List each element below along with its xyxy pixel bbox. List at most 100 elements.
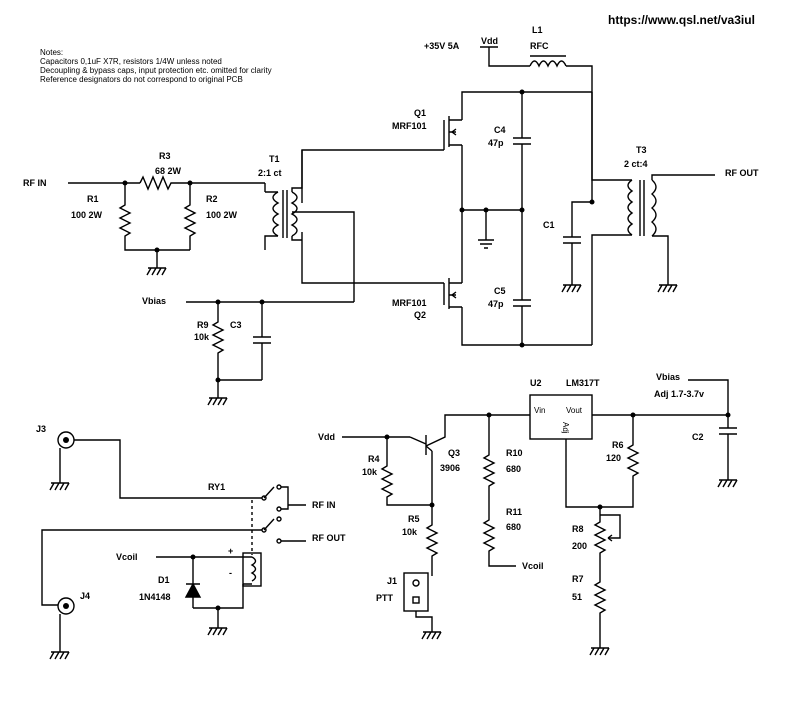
q1-mosfet: Q1 MRF101 bbox=[301, 91, 592, 203]
t1-transformer: T1 2:1 ct bbox=[258, 150, 355, 302]
r4-value: 10k bbox=[362, 467, 378, 477]
coil-minus: - bbox=[229, 568, 232, 578]
q2-ref: Q2 bbox=[414, 310, 426, 320]
r6-ref: R6 bbox=[612, 440, 624, 450]
r5-value: 10k bbox=[402, 527, 418, 537]
r7-value: 51 bbox=[572, 592, 582, 602]
c2-capacitor bbox=[717, 427, 738, 488]
notes-line-1: Capacitors 0,1uF X7R, resistors 1/4W unl… bbox=[40, 57, 222, 66]
d1-diode: D1 1N4148 bbox=[139, 557, 228, 636]
j4-connector: J4 bbox=[49, 591, 90, 660]
c4-value: 47p bbox=[488, 138, 504, 148]
bias-network: Vbias R9 10k C3 bbox=[142, 296, 354, 406]
r8-value: 200 bbox=[572, 541, 587, 551]
r6-resistor bbox=[565, 415, 640, 508]
r3-resistor bbox=[139, 175, 265, 191]
r9-value: 10k bbox=[194, 332, 210, 342]
j1-ref: J1 bbox=[387, 576, 397, 586]
c3-ref: C3 bbox=[230, 320, 242, 330]
q3-part: 3906 bbox=[440, 463, 460, 473]
t1-ratio: 2:1 ct bbox=[258, 168, 282, 178]
r11-ref: R11 bbox=[506, 507, 522, 517]
rf-in-label: RF IN bbox=[23, 178, 47, 188]
notes-title: Notes: bbox=[40, 48, 63, 57]
relay-ry1: RY1 RF IN RF OUT Vcoil + - bbox=[41, 482, 346, 609]
r11-resistor bbox=[482, 515, 516, 567]
r1-resistor bbox=[118, 183, 190, 251]
l1-value: RFC bbox=[530, 41, 549, 51]
r2-ref: R2 bbox=[206, 194, 218, 204]
vbias2-label: Vbias bbox=[656, 372, 680, 382]
j3-ref: J3 bbox=[36, 424, 46, 434]
t3-ratio: 2 ct:4 bbox=[624, 159, 648, 169]
r4-ref: R4 bbox=[368, 454, 380, 464]
r2-resistor bbox=[183, 183, 197, 250]
vcoil-label: Vcoil bbox=[116, 552, 138, 562]
r8-ref: R8 bbox=[572, 524, 584, 534]
j3-connector: J3 bbox=[36, 424, 262, 499]
r5-ref: R5 bbox=[408, 514, 420, 524]
rfc-inductor bbox=[529, 60, 567, 68]
notes-line-3: Reference designators do not correspond … bbox=[40, 75, 243, 84]
r1-ref: R1 bbox=[87, 194, 99, 204]
c4-ref: C4 bbox=[494, 125, 506, 135]
r8-potentiometer bbox=[593, 507, 607, 566]
q3-transistor bbox=[409, 414, 530, 505]
r5-resistor bbox=[425, 505, 439, 576]
r10-ref: R10 bbox=[506, 448, 523, 458]
r10-resistor bbox=[482, 415, 496, 515]
vcoil2-label: Vcoil bbox=[522, 561, 544, 571]
t3-transformer: T3 2 ct:4 RF OUT bbox=[591, 92, 759, 345]
q2-part: MRF101 bbox=[392, 298, 427, 308]
r2-value: 100 2W bbox=[206, 210, 238, 220]
vbias-label: Vbias bbox=[142, 296, 166, 306]
c5-capacitor: C5 47p bbox=[488, 210, 531, 348]
r9-resistor bbox=[211, 302, 262, 381]
u2-vout-pin: Vout bbox=[566, 406, 583, 415]
supply-section: +35V 5A Vdd L1 RFC bbox=[424, 25, 593, 202]
c1-ref: C1 bbox=[543, 220, 555, 230]
vcoil-divider: R10 680 R11 680 Vcoil bbox=[482, 415, 544, 571]
q3-ref: Q3 bbox=[448, 448, 460, 458]
q1-part: MRF101 bbox=[392, 121, 427, 131]
j4-ref: J4 bbox=[80, 591, 90, 601]
relay-rf-in-label: RF IN bbox=[312, 500, 336, 510]
r1-value: 100 2W bbox=[71, 210, 103, 220]
ptt-label: PTT bbox=[376, 593, 394, 603]
c5-ref: C5 bbox=[494, 286, 506, 296]
coil-plus: + bbox=[228, 546, 233, 556]
r9-ref: R9 bbox=[197, 320, 209, 330]
notes-block: Notes: Capacitors 0,1uF X7R, resistors 1… bbox=[40, 48, 272, 84]
r3-value: 68 2W bbox=[155, 166, 182, 176]
l1-ref: L1 bbox=[532, 25, 543, 35]
r6-value: 120 bbox=[606, 453, 621, 463]
adj-range-label: Adj 1.7-3.7v bbox=[654, 389, 704, 399]
input-network: RF IN R3 68 2W R1 100 2W R2 100 2W bbox=[23, 151, 265, 276]
r3-ref: R3 bbox=[159, 151, 171, 161]
r7-resistor bbox=[593, 566, 607, 648]
c3-capacitor bbox=[253, 302, 271, 380]
vdd-label: Vdd bbox=[481, 36, 498, 46]
lm317-box bbox=[529, 394, 593, 440]
d1-part: 1N4148 bbox=[139, 592, 171, 602]
relay-coil bbox=[242, 552, 262, 587]
website-url: https://www.qsl.net/va3iul bbox=[608, 13, 755, 27]
t3-ref: T3 bbox=[636, 145, 647, 155]
ptt-header bbox=[403, 572, 429, 612]
relay-rf-out-label: RF OUT bbox=[312, 533, 346, 543]
c4-capacitor: C4 47p bbox=[488, 89, 531, 213]
d1-ref: D1 bbox=[158, 575, 170, 585]
u2-part: LM317T bbox=[566, 378, 600, 388]
notes-line-2: Decoupling & bypass caps, input protecti… bbox=[40, 66, 272, 75]
t1-ref: T1 bbox=[269, 154, 280, 164]
u2-vin-pin: Vin bbox=[534, 406, 545, 415]
u2-ref: U2 bbox=[530, 378, 542, 388]
rf-out-label: RF OUT bbox=[725, 168, 759, 178]
r11-value: 680 bbox=[506, 522, 521, 532]
q2-mosfet: MRF101 Q2 bbox=[301, 210, 592, 346]
ry1-ref: RY1 bbox=[208, 482, 225, 492]
c5-value: 47p bbox=[488, 299, 504, 309]
u2-adj-pin: Adj bbox=[561, 422, 570, 434]
c1-capacitor: C1 bbox=[543, 199, 595, 293]
